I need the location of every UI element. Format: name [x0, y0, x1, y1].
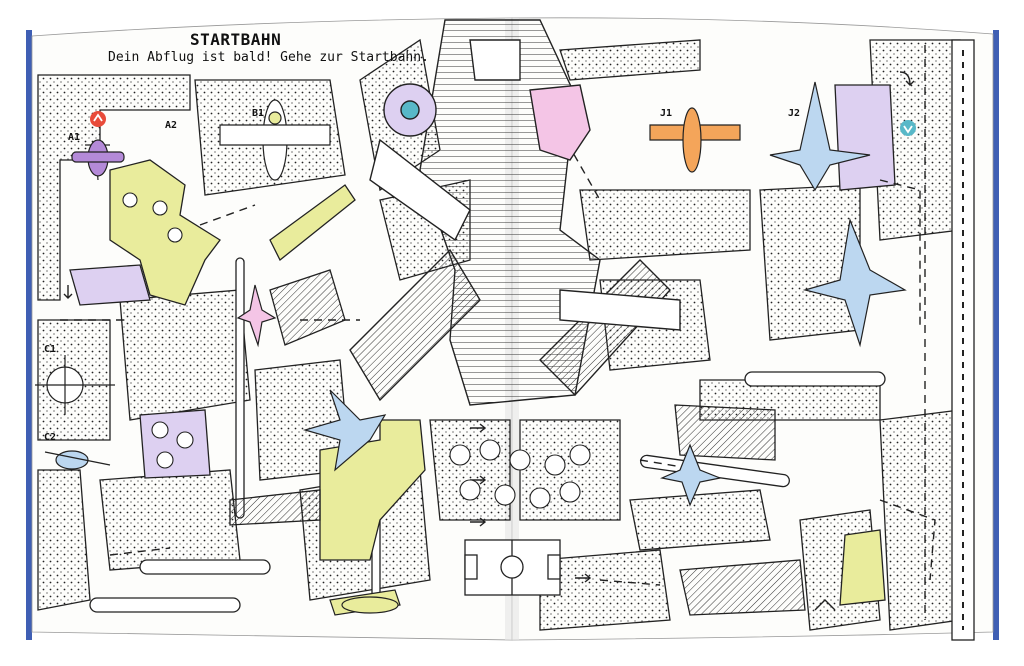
plane-pink: [236, 284, 277, 348]
plane-b1: [219, 99, 331, 181]
runway: [951, 39, 975, 641]
plane-j1: [649, 107, 741, 173]
helicopter-c1: [35, 355, 115, 415]
plane-blue-center: [302, 389, 387, 472]
stand-label-a1: A1: [68, 132, 81, 143]
plane-jet-center-right: [660, 443, 723, 507]
plane-yellow-bottom: [329, 589, 401, 616]
stand-label-j1: J1: [660, 108, 673, 119]
stand-label-b1: B1: [252, 108, 265, 119]
red-arrow-icon: [90, 111, 106, 127]
stand-label-c2: C2: [44, 432, 57, 443]
stand-label-c1: C1: [44, 344, 57, 355]
plane-j2: [769, 81, 871, 192]
cover-edge-right: [993, 30, 999, 640]
football-field: [464, 539, 561, 596]
parking-lots: [229, 269, 806, 616]
instruction-text: Dein Abflug ist bald! Gehe zur Startbahn…: [108, 50, 429, 65]
direction-arrows: [63, 71, 915, 611]
maze-ground: [37, 38, 961, 631]
plane-blue-right: [802, 217, 907, 348]
terminal-rotundas: [383, 83, 591, 161]
plane-a1: [71, 139, 125, 181]
teal-arrow-icon: [900, 120, 916, 136]
stand-label-a2: A2: [165, 120, 178, 131]
bushes: [122, 192, 591, 509]
helicopter-c2: [44, 450, 111, 470]
terminal-building: [349, 19, 681, 406]
stand-label-j2: J2: [788, 108, 801, 119]
cover-edge-left: [26, 30, 32, 640]
page-heading: STARTBAHN: [190, 30, 282, 49]
